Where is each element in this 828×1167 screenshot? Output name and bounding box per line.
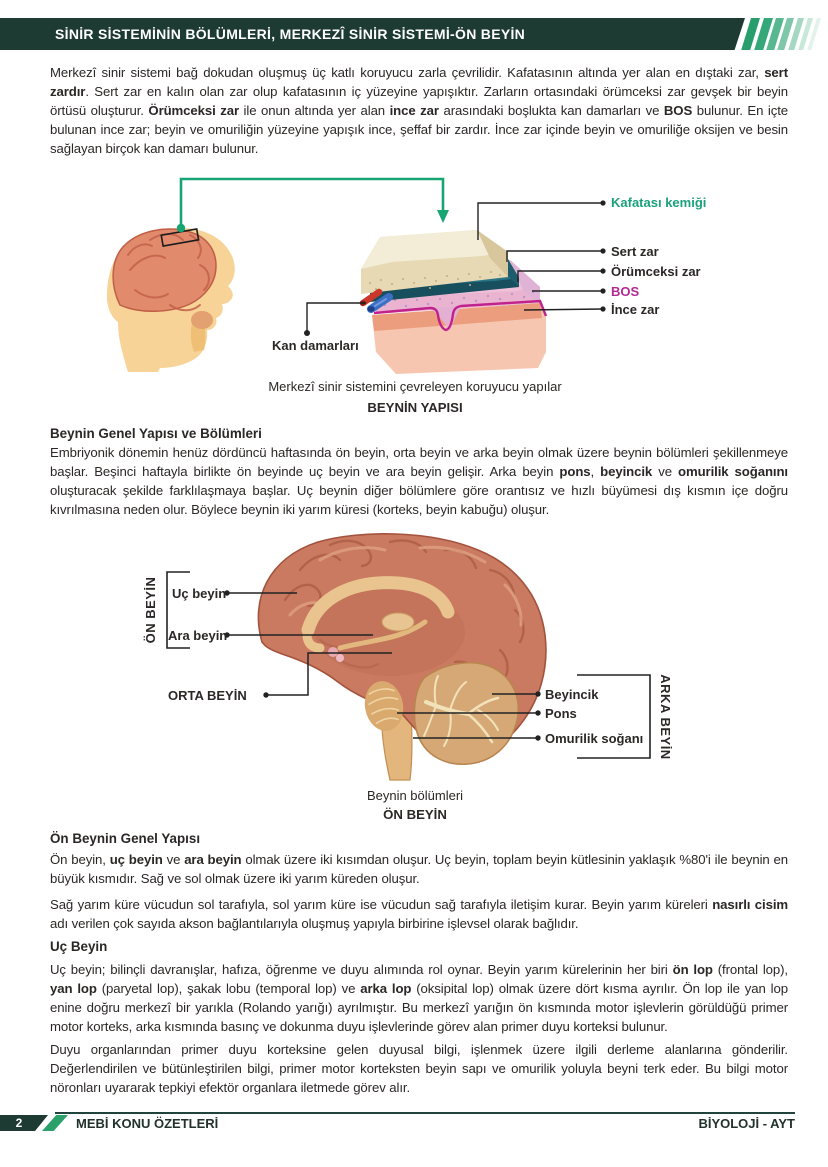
- paragraph-on-beyin: Ön beyin, uç beyin ve ara beyin olmak üz…: [50, 852, 788, 886]
- label-ince-zar: İnce zar: [611, 302, 660, 317]
- diencephalon-region: [315, 588, 465, 676]
- label-arka-beyin-vertical: ARKA BEYİN: [658, 674, 673, 760]
- figure1-caption: Merkezî sinir sistemini çevreleyen koruy…: [268, 379, 562, 394]
- page-number-badge: 2: [0, 1115, 48, 1131]
- header-stripes-decoration: [741, 18, 828, 50]
- meninges-figure-illustration: [106, 177, 606, 374]
- paragraph-yarim-kureler: Sağ yarım küre vücudun sol tarafıyla, so…: [50, 897, 789, 931]
- meninges-layer-block-illustration: [359, 230, 548, 374]
- paragraph-uc-beyin-loblar: Uç beyin; bilinçli davranışlar, hafıza, …: [50, 962, 788, 1034]
- gyri-highlights: [288, 545, 523, 627]
- pituitary-shape: [328, 647, 338, 657]
- pons-shape: [364, 681, 404, 731]
- label-ara-beyin: Ara beyin: [168, 628, 228, 643]
- thalamus-shape: [381, 612, 415, 632]
- figure2-caption: Beynin bölümleri: [366, 788, 464, 803]
- brain-sections-figure-illustration: [166, 533, 651, 781]
- header-bar: SİNİR SİSTEMİNİN BÖLÜMLERİ, MERKEZÎ SİNİ…: [0, 18, 745, 50]
- label-kafatasi-kemigi: Kafatası kemiği: [611, 195, 707, 210]
- page-number: 2: [15, 1116, 23, 1130]
- footer-rule: [55, 1112, 795, 1114]
- corpus-callosum-shape: [301, 576, 455, 637]
- figure2-caption-bold: ÖN BEYİN: [383, 807, 447, 822]
- section-heading-beynin-genel-yapisi: Beynin Genel Yapısı ve Bölümleri: [50, 426, 262, 441]
- figure2-brackets: [166, 571, 651, 759]
- label-pons: Pons: [545, 706, 577, 721]
- head-silhouette-illustration: [106, 227, 235, 372]
- section-heading-on-beynin-genel-yapisi: Ön Beynin Genel Yapısı: [50, 831, 201, 846]
- figure-connector-arrow: [179, 177, 445, 228]
- figure2-leader-lines: [227, 592, 538, 739]
- label-on-beyin-vertical: ÖN BEYİN: [143, 576, 158, 644]
- ince-zar-membrane-line: [373, 299, 548, 332]
- arrowhead: [437, 210, 449, 223]
- footer-left-text: MEBİ KONU ÖZETLERİ: [76, 1116, 219, 1131]
- label-bos: BOS: [611, 284, 640, 299]
- footer-right-text: BİYOLOJİ - AYT: [698, 1116, 795, 1131]
- paragraph-embriyonik: Embriyonik dönemin henüz dördüncü haftas…: [50, 445, 788, 517]
- figure1-leader-lines: [306, 202, 604, 333]
- section-heading-uc-beyin: Uç Beyin: [50, 939, 108, 954]
- figure1-caption-bold: BEYNİN YAPISI: [367, 400, 463, 415]
- paragraph-duyu-bilgisi: Duyu organlarından primer duyu korteksin…: [50, 1042, 788, 1095]
- intro-paragraph: Merkezî sinir sistemi bağ dokudan oluşmu…: [50, 65, 788, 156]
- label-sert-zar: Sert zar: [611, 244, 659, 259]
- sampled-region-outline: [160, 228, 200, 247]
- bone-speckles: [369, 271, 501, 290]
- label-beyincik: Beyincik: [545, 687, 599, 702]
- label-kan-damarlari: Kan damarları: [272, 338, 359, 353]
- label-omurilik-sogani: Omurilik soğanı: [545, 731, 644, 746]
- page-title: SİNİR SİSTEMİNİN BÖLÜMLERİ, MERKEZÎ SİNİ…: [55, 26, 526, 42]
- label-uc-beyin: Uç beyin: [172, 586, 227, 601]
- label-orumceksi-zar: Örümceksi zar: [611, 264, 701, 279]
- label-orta-beyin: ORTA BEYİN: [168, 688, 247, 703]
